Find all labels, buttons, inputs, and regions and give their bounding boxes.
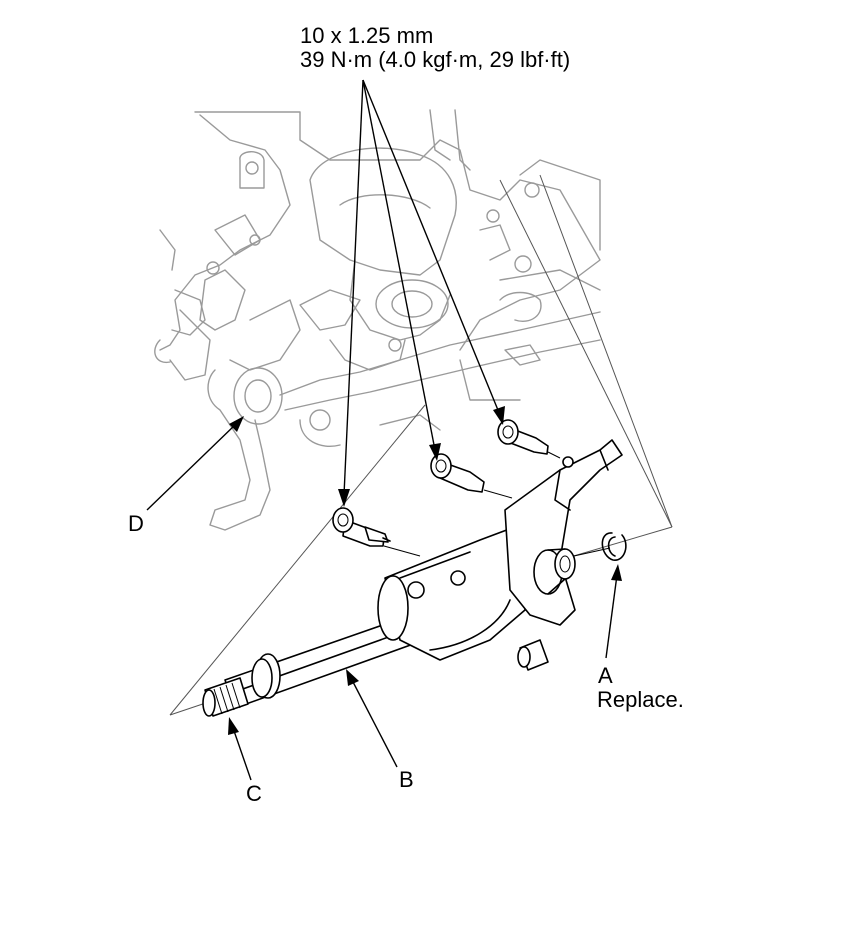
callout-c-leader	[228, 717, 252, 781]
flange-bolt-2	[430, 453, 485, 493]
flange-bolt-3	[497, 419, 549, 455]
engine-block-background	[154, 109, 601, 531]
flange-bolt-1	[332, 507, 391, 547]
bolt-size-label: 10 x 1.25 mm	[300, 23, 434, 48]
callout-b-leader	[346, 669, 398, 768]
torque-spec-leaders	[338, 79, 505, 507]
torque-spec-label: 39 N·m (4.0 kgf·m, 29 lbf·ft)	[300, 47, 571, 72]
callout-a-note: Replace.	[597, 687, 684, 712]
bearing-support-housing	[377, 439, 623, 671]
callout-a-leader	[605, 564, 622, 659]
callout-d-leader	[146, 416, 244, 511]
snap-ring	[601, 532, 627, 561]
callout-b-letter: B	[399, 767, 414, 792]
bolt-axis-lines	[383, 451, 561, 557]
callout-c-letter: C	[246, 781, 262, 806]
callout-d-letter: D	[128, 511, 144, 536]
callout-a-letter: A	[598, 663, 613, 688]
